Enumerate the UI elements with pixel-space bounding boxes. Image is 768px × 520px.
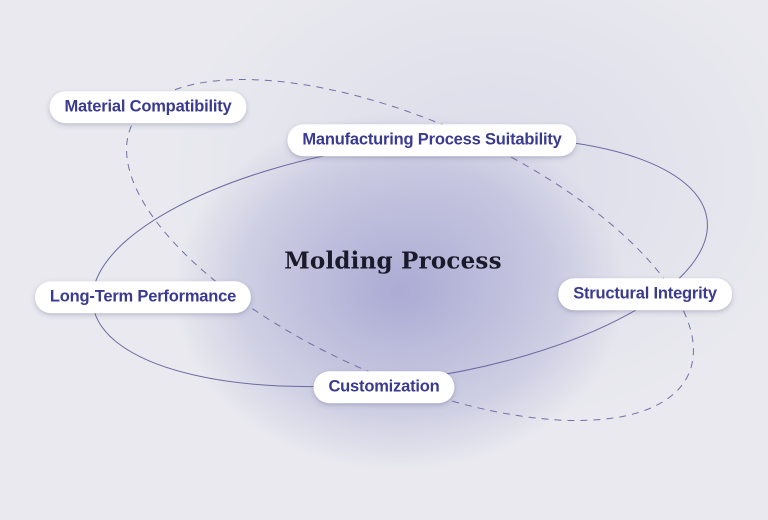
node-long-term-performance: Long-Term Performance — [34, 281, 252, 313]
diagram-title: Molding Process — [284, 247, 502, 275]
orbit-dashed-ellipse — [126, 79, 694, 421]
node-material-compatibility: Material Compatibility — [49, 91, 247, 123]
node-customization: Customization — [313, 371, 455, 403]
node-structural-integrity: Structural Integrity — [558, 278, 732, 310]
node-manufacturing-process-suitability: Manufacturing Process Suitability — [287, 124, 577, 156]
